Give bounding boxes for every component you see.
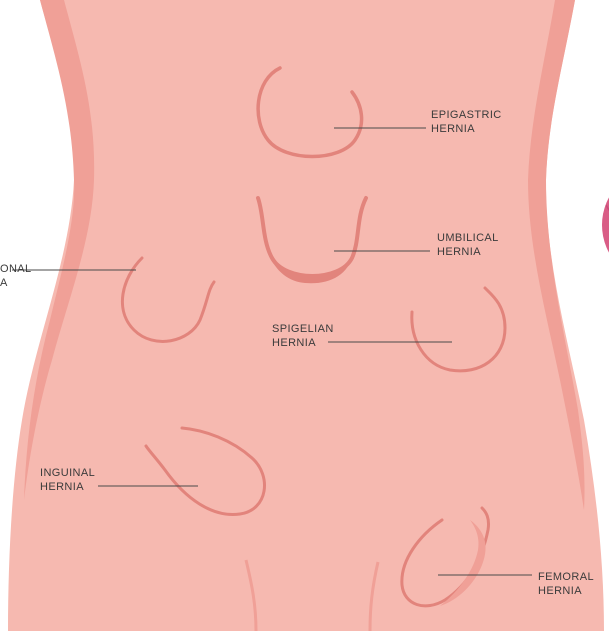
umbilical-hernia-label-line1: UMBILICAL [437, 231, 499, 245]
spigelian-hernia-label-line2: HERNIA [272, 336, 334, 350]
spigelian-hernia-label-line1: SPIGELIAN [272, 322, 334, 336]
umbilical-hernia-label-line2: HERNIA [437, 245, 499, 259]
umbilical-hernia-label: UMBILICAL HERNIA [437, 231, 499, 259]
incisional-hernia-label-line2: A [0, 276, 32, 290]
femoral-hernia-label-line2: HERNIA [538, 584, 594, 598]
femoral-hernia-label: FEMORAL HERNIA [538, 570, 594, 598]
epigastric-hernia-label: EPIGASTRIC HERNIA [431, 108, 502, 136]
epigastric-hernia-label-line2: HERNIA [431, 122, 502, 136]
femoral-hernia-label-line1: FEMORAL [538, 570, 594, 584]
inguinal-hernia-label-line1: INGUINAL [40, 466, 95, 480]
inguinal-hernia-label: INGUINAL HERNIA [40, 466, 95, 494]
inguinal-hernia-label-line2: HERNIA [40, 480, 95, 494]
incisional-hernia-label: ONAL A [0, 262, 32, 290]
epigastric-hernia-label-line1: EPIGASTRIC [431, 108, 502, 122]
partial-accent-circle [602, 167, 609, 283]
incisional-hernia-label-line1: ONAL [0, 262, 32, 276]
torso-shape [8, 0, 604, 631]
spigelian-hernia-label: SPIGELIAN HERNIA [272, 322, 334, 350]
